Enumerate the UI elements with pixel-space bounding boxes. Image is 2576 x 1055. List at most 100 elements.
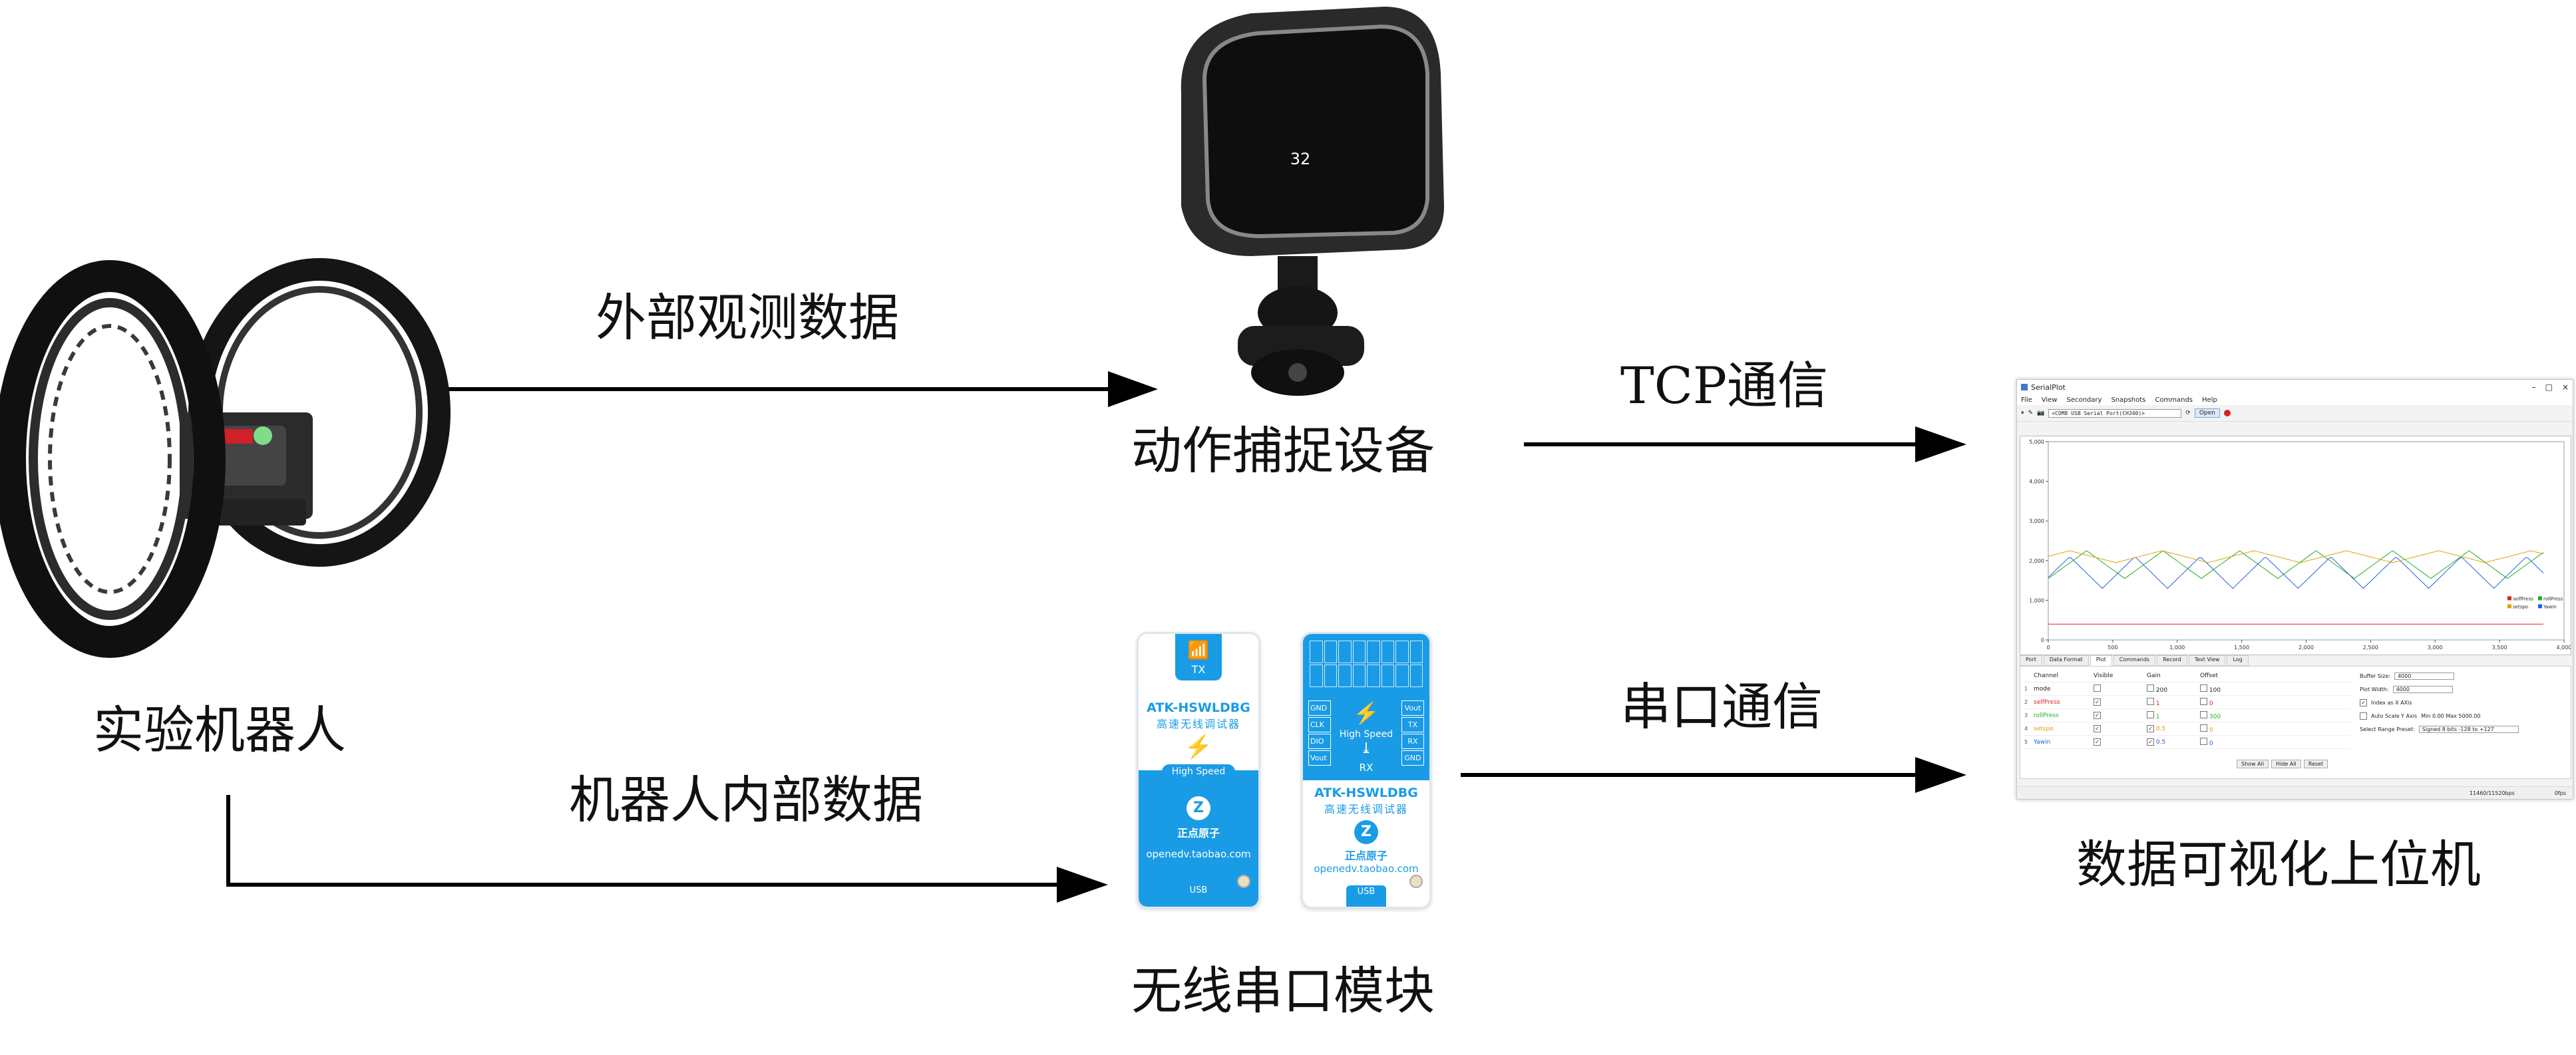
rx-pins-left: GND CLK DIO Vout <box>1308 700 1331 766</box>
snapshot-icon[interactable]: 📷 <box>2037 410 2045 416</box>
record-icon[interactable] <box>2223 410 2231 416</box>
offset-checkbox[interactable] <box>2200 697 2207 705</box>
table-row[interactable]: 4 setspo ✓ ✓ 0.5 0 <box>2024 722 2350 736</box>
lightning-icon: ⚡ <box>1184 734 1213 760</box>
toolbar: ⏸ ✎ 📷 <COM8 USB Serial Port(CH340)> ⟳ Op… <box>2017 405 2573 422</box>
plot-width-input[interactable]: 4000 <box>2392 685 2453 693</box>
robot-label: 实验机器人 <box>93 700 346 760</box>
refresh-icon[interactable]: ⟳ <box>2185 410 2191 416</box>
table-header: Channel Visible Gain Offset <box>2024 669 2350 682</box>
tx-url: openedv.taobao.com <box>1146 848 1251 860</box>
x-tick-label: 500 <box>2108 645 2117 651</box>
table-row[interactable]: 5 Yawin ✓ ✓ 0.5 0 <box>2024 736 2350 749</box>
table-row[interactable]: 3 rollPress ✓ 1 300 <box>2024 709 2350 722</box>
window-title: SerialPlot <box>2031 382 2066 392</box>
legend-label: setspo <box>2513 604 2528 609</box>
legend-swatch <box>2538 596 2542 601</box>
tab-commands[interactable]: Commands <box>2113 655 2156 666</box>
gain-checkbox[interactable] <box>2147 684 2154 692</box>
camera-badge <box>1291 150 1310 166</box>
rx-usb-tab <box>1346 885 1386 907</box>
visible-checkbox[interactable]: ✓ <box>2094 738 2101 746</box>
offset-checkbox[interactable] <box>2200 724 2207 732</box>
menu-view[interactable]: View <box>2041 396 2058 404</box>
x-tick-label: 1,500 <box>2234 645 2249 651</box>
tx-brand: 正点原子 <box>1177 827 1220 839</box>
host-label: 数据可视化上位机 <box>2076 835 2481 894</box>
gain-checkbox[interactable] <box>2147 697 2154 705</box>
arrow-mocap-to-host <box>1524 426 1966 462</box>
maximize-icon[interactable]: □ <box>2545 382 2553 392</box>
tab-port[interactable]: Port <box>2020 655 2042 666</box>
plot-frame <box>2048 441 2565 641</box>
wireless-module-image: 📶 TX ATK-HSWLDBG 高速无线调试器 ⚡ High Speed Z … <box>1131 632 1464 911</box>
legend-swatch <box>2538 604 2542 609</box>
rx-pin-header <box>1310 641 1423 687</box>
signal-trace <box>2048 550 2544 563</box>
tab-data-format[interactable]: Data Format <box>2043 655 2089 666</box>
range-preset-select[interactable]: Signed 8 bits -128 to +127 <box>2418 725 2519 733</box>
reset-button[interactable]: Reset <box>2303 760 2328 768</box>
header-gain: Gain <box>2147 672 2161 679</box>
offset-checkbox[interactable] <box>2200 737 2207 745</box>
x-tick-label: 3,500 <box>2492 645 2507 651</box>
tab-log[interactable]: Log <box>2227 655 2249 666</box>
table-row[interactable]: 1 mode 200 100 <box>2024 682 2350 696</box>
hide-all-button[interactable]: Hide All <box>2271 760 2301 768</box>
wifi-icon: 📶 <box>1187 641 1210 661</box>
tab-plot[interactable]: Plot <box>2090 655 2112 666</box>
x-tick-label: 1,000 <box>2169 645 2185 651</box>
tx-speed: High Speed <box>1162 764 1235 779</box>
serialplot-window: SerialPlot – □ × File View Secondary Sna… <box>2016 379 2573 800</box>
x-tick-label: 4,000 <box>2557 645 2571 651</box>
rx-url: openedv.taobao.com <box>1314 863 1419 875</box>
menu-snapshots[interactable]: Snapshots <box>2111 396 2146 404</box>
pause-icon[interactable]: ⏸ <box>2021 410 2024 416</box>
rx-board: GND CLK DIO Vout Vout TX RX GND ⚡ High S… <box>1301 632 1431 909</box>
tx-top-tab <box>1175 634 1222 680</box>
y-tick-label: 5,000 <box>2029 439 2044 445</box>
header-offset: Offset <box>2200 672 2219 679</box>
open-button[interactable]: Open <box>2194 408 2220 418</box>
visible-checkbox[interactable]: ✓ <box>2094 725 2101 732</box>
show-all-button[interactable]: Show All <box>2237 760 2269 768</box>
y-tick-label: 2,000 <box>2029 558 2044 564</box>
close-icon[interactable]: × <box>2561 382 2569 392</box>
wireless-label: 无线串口模块 <box>1131 961 1435 1020</box>
tab-text-view[interactable]: Text View <box>2188 655 2226 666</box>
legend-swatch <box>2507 596 2511 601</box>
clear-icon[interactable]: ✎ <box>2028 410 2034 416</box>
gain-checkbox[interactable]: ✓ <box>2147 738 2154 746</box>
plot-settings-panel: Channel Visible Gain Offset 1 mode 200 1… <box>2020 666 2571 779</box>
index-x-checkbox[interactable]: ✓ <box>2360 698 2367 706</box>
tx-usb: USB <box>1189 885 1208 895</box>
menu-secondary[interactable]: Secondary <box>2066 396 2102 404</box>
baud-rate-status: 11460/11520bps <box>2469 790 2515 796</box>
menu-help[interactable]: Help <box>2202 396 2217 404</box>
minimize-icon[interactable]: – <box>2531 382 2536 392</box>
camera-body: 32 <box>1181 7 1444 256</box>
offset-checkbox[interactable] <box>2200 684 2207 692</box>
visible-checkbox[interactable]: ✓ <box>2094 698 2101 706</box>
y-range-inputs[interactable]: Min 0.00 Max 5000.00 <box>2421 712 2481 719</box>
header-visible: Visible <box>2094 672 2114 679</box>
gain-checkbox[interactable]: ✓ <box>2147 725 2154 732</box>
table-row[interactable]: 2 selfPress ✓ 1 0 <box>2024 696 2350 709</box>
port-select[interactable]: <COM8 USB Serial Port(CH340)> <box>2048 408 2182 418</box>
offset-checkbox[interactable] <box>2200 710 2207 718</box>
gain-checkbox[interactable] <box>2147 710 2154 718</box>
tab-record[interactable]: Record <box>2157 655 2187 666</box>
visible-checkbox[interactable]: ✓ <box>2094 712 2101 719</box>
menu-file[interactable]: File <box>2021 396 2032 404</box>
serialplot-titlebar: SerialPlot – □ × <box>2017 380 2573 394</box>
rx-lightning-icon: ⚡ <box>1353 700 1380 726</box>
menu-commands[interactable]: Commands <box>2155 396 2193 404</box>
x-tick-label: 2,500 <box>2363 645 2378 651</box>
rx-pins-right: Vout TX RX GND <box>1401 700 1424 766</box>
auto-scale-checkbox[interactable] <box>2360 712 2367 720</box>
status-bar: 11460/11520bps 0fps <box>2017 786 2573 799</box>
visible-checkbox[interactable] <box>2094 684 2101 692</box>
buffer-size-input[interactable]: 4000 <box>2394 672 2454 680</box>
